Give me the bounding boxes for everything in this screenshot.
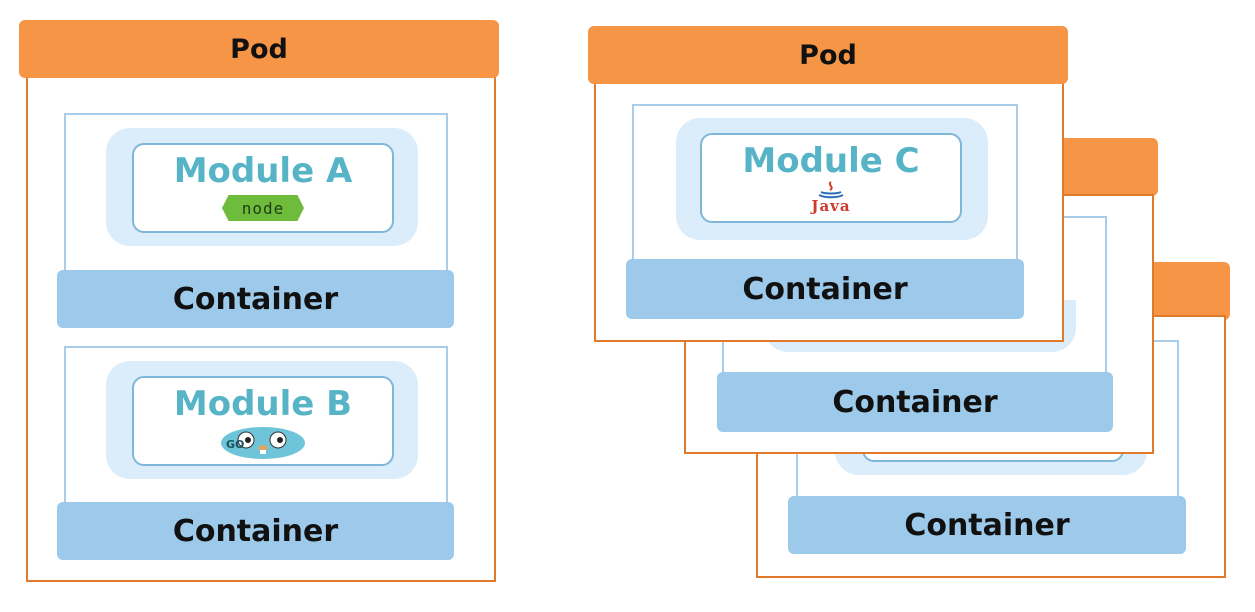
java-logo-text: Java <box>811 197 851 215</box>
module-b-box: Module B GO <box>132 376 394 466</box>
nodejs-logo-text: node <box>241 198 285 218</box>
golang-gopher-icon: GO <box>221 427 305 459</box>
nodejs-logo-icon: node <box>222 195 304 221</box>
middle-pod-header <box>1060 138 1158 196</box>
module-a-title: Module A <box>173 151 353 191</box>
container-bar-b: Container <box>57 502 454 560</box>
module-a-box: Module A node <box>132 143 394 233</box>
back-pod-container-bar: Container <box>788 496 1186 554</box>
container-label: Container <box>172 513 339 549</box>
module-c-title: Module C <box>742 141 920 181</box>
container-label: Container <box>904 507 1070 543</box>
svg-text:GO: GO <box>226 438 244 451</box>
java-logo-icon: Java <box>811 181 851 215</box>
middle-pod-container-bar: Container <box>717 372 1113 432</box>
java-cup-icon <box>818 181 844 199</box>
container-bar-a: Container <box>57 270 454 328</box>
container-label: Container <box>832 384 998 420</box>
module-c-box: Module C Java <box>700 133 962 223</box>
front-pod-title: Pod <box>799 39 857 71</box>
front-pod-container-bar: Container <box>626 259 1024 319</box>
back-pod-header <box>1140 262 1230 320</box>
module-b-title: Module B <box>173 384 353 424</box>
container-label: Container <box>742 271 908 307</box>
left-pod-header: Pod <box>19 20 499 78</box>
container-label: Container <box>172 281 339 317</box>
left-pod-title: Pod <box>230 33 288 65</box>
front-pod-header: Pod <box>588 26 1068 84</box>
